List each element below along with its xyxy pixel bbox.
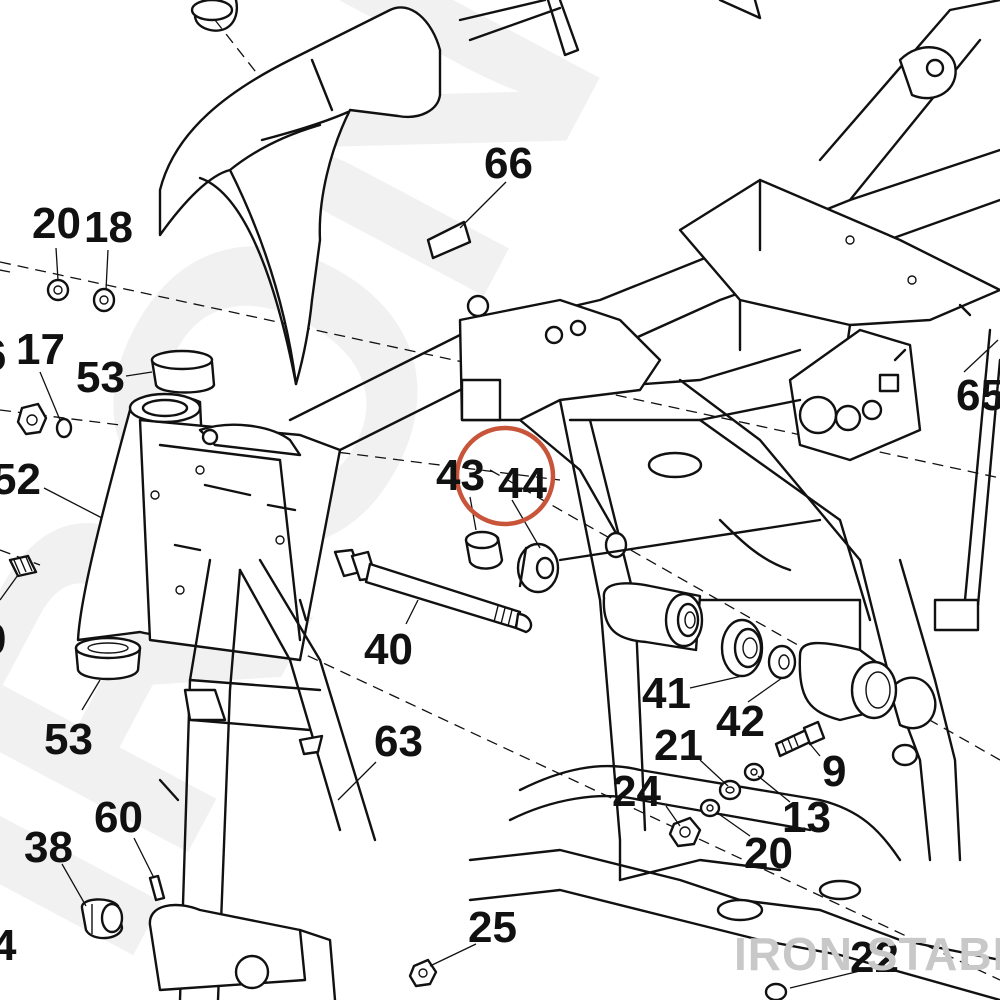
callout-6-cut: 6: [0, 331, 6, 380]
callout-21: 21: [654, 721, 703, 770]
frame-rails: [288, 0, 1000, 1000]
callout-53-lower: 53: [44, 715, 93, 764]
part-60-bolt-left: [0, 554, 38, 601]
callout-60: 60: [94, 793, 143, 842]
callout-41: 41: [642, 669, 691, 718]
part-22-washer: [764, 982, 788, 1000]
callout-53-upper: 53: [76, 353, 125, 402]
brand-logo: IRON STABLE: [734, 928, 1000, 980]
part-53-bearing-lower: [74, 636, 142, 681]
callout-24: 24: [612, 767, 661, 816]
part-40-pivot-bolt: [333, 548, 533, 634]
callout-labels: 66 20 18 17 53 52 65 43 44 40 53 41 42 2…: [0, 139, 1000, 982]
callout-9: 9: [822, 747, 846, 796]
part-53-bearing-upper: [150, 349, 216, 394]
callout-52: 52: [0, 455, 41, 504]
top-rod: [458, 0, 762, 57]
callout-13: 13: [782, 793, 831, 842]
highlight-ring: [454, 425, 556, 527]
callout-66: 66: [484, 139, 533, 188]
callout-42: 42: [716, 697, 765, 746]
steering-head: [76, 392, 342, 662]
callout-20: 20: [32, 199, 81, 248]
part-6-17-nut-washer: [16, 402, 73, 439]
callout-17: 17: [16, 325, 65, 374]
part-20-18-washers: [0, 269, 116, 313]
part-24-nut: [668, 816, 702, 848]
front-downtubes: [148, 558, 377, 1000]
part-66-pad: [426, 220, 472, 260]
callout-40: 40: [364, 625, 413, 674]
callout-18: 18: [84, 203, 133, 252]
part-43-spacer: [464, 530, 504, 570]
callout-44: 44: [498, 459, 547, 508]
part-25-nut: [408, 958, 438, 988]
callout-22: 22: [850, 933, 899, 982]
part-20-washer-lower: [699, 798, 721, 818]
callout-25: 25: [468, 903, 517, 952]
callout-0-cut: 0: [0, 615, 6, 664]
part-9-bolt: [774, 720, 826, 758]
callout-20-lower: 20: [744, 829, 793, 878]
callout-38: 38: [24, 823, 73, 872]
callout-63: 63: [374, 717, 423, 766]
headlight-cover: [158, 0, 442, 386]
part-38-bushing: [80, 898, 124, 940]
leader-lines: [39, 181, 999, 989]
part-21-washer: [718, 779, 742, 801]
swingarm-pivot-assembly: [602, 582, 898, 722]
part-44-washer: [516, 542, 560, 594]
callout-4-cut: 4: [0, 921, 17, 970]
neck-gusset: [458, 294, 662, 422]
part-60-roll-pin: [148, 874, 166, 902]
callout-65: 65: [956, 371, 1000, 420]
callout-43: 43: [436, 451, 485, 500]
